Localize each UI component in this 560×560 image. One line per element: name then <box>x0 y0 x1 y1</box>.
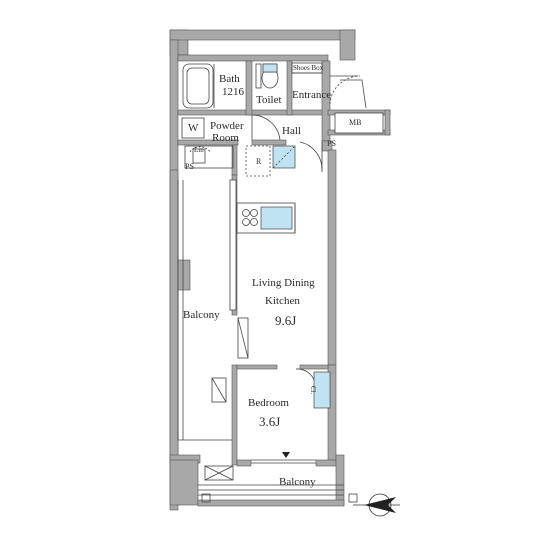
blue-fixtures <box>260 63 331 409</box>
balcony-side-label: Balcony <box>183 309 220 321</box>
bedroom-size: 3.6J <box>259 414 281 429</box>
ps-right-label: PS <box>327 139 336 148</box>
plan-lines <box>177 62 384 503</box>
entrance-label: Entrance <box>292 89 332 101</box>
ps-left-label: PS <box>185 162 194 171</box>
mb-label: MB <box>349 118 362 127</box>
washer-label: W <box>188 122 199 134</box>
bath-label: Bath <box>219 73 240 85</box>
closet-label: Cl. <box>309 386 317 395</box>
compass <box>353 493 400 517</box>
closet-marker <box>272 145 296 169</box>
linen-label: Lin <box>194 146 204 154</box>
ldk-size: 9.6J <box>275 313 297 328</box>
refrigerator-label: R <box>256 157 262 166</box>
toilet-label: Toilet <box>256 94 282 106</box>
powder-room-line2: Room <box>212 132 239 144</box>
balcony-bottom-label: Balcony <box>279 476 316 488</box>
entry-marker <box>282 452 290 458</box>
powder-room-line1: Powder <box>210 120 244 132</box>
hall-label: Hall <box>282 125 301 137</box>
ldk-line1: Living Dining <box>252 277 315 289</box>
bedroom-label: Bedroom <box>248 397 289 409</box>
bath-size: 1216 <box>222 86 244 98</box>
ldk-line2: Kitchen <box>265 295 300 307</box>
shoes-box-label: Shoes Box <box>293 64 324 72</box>
